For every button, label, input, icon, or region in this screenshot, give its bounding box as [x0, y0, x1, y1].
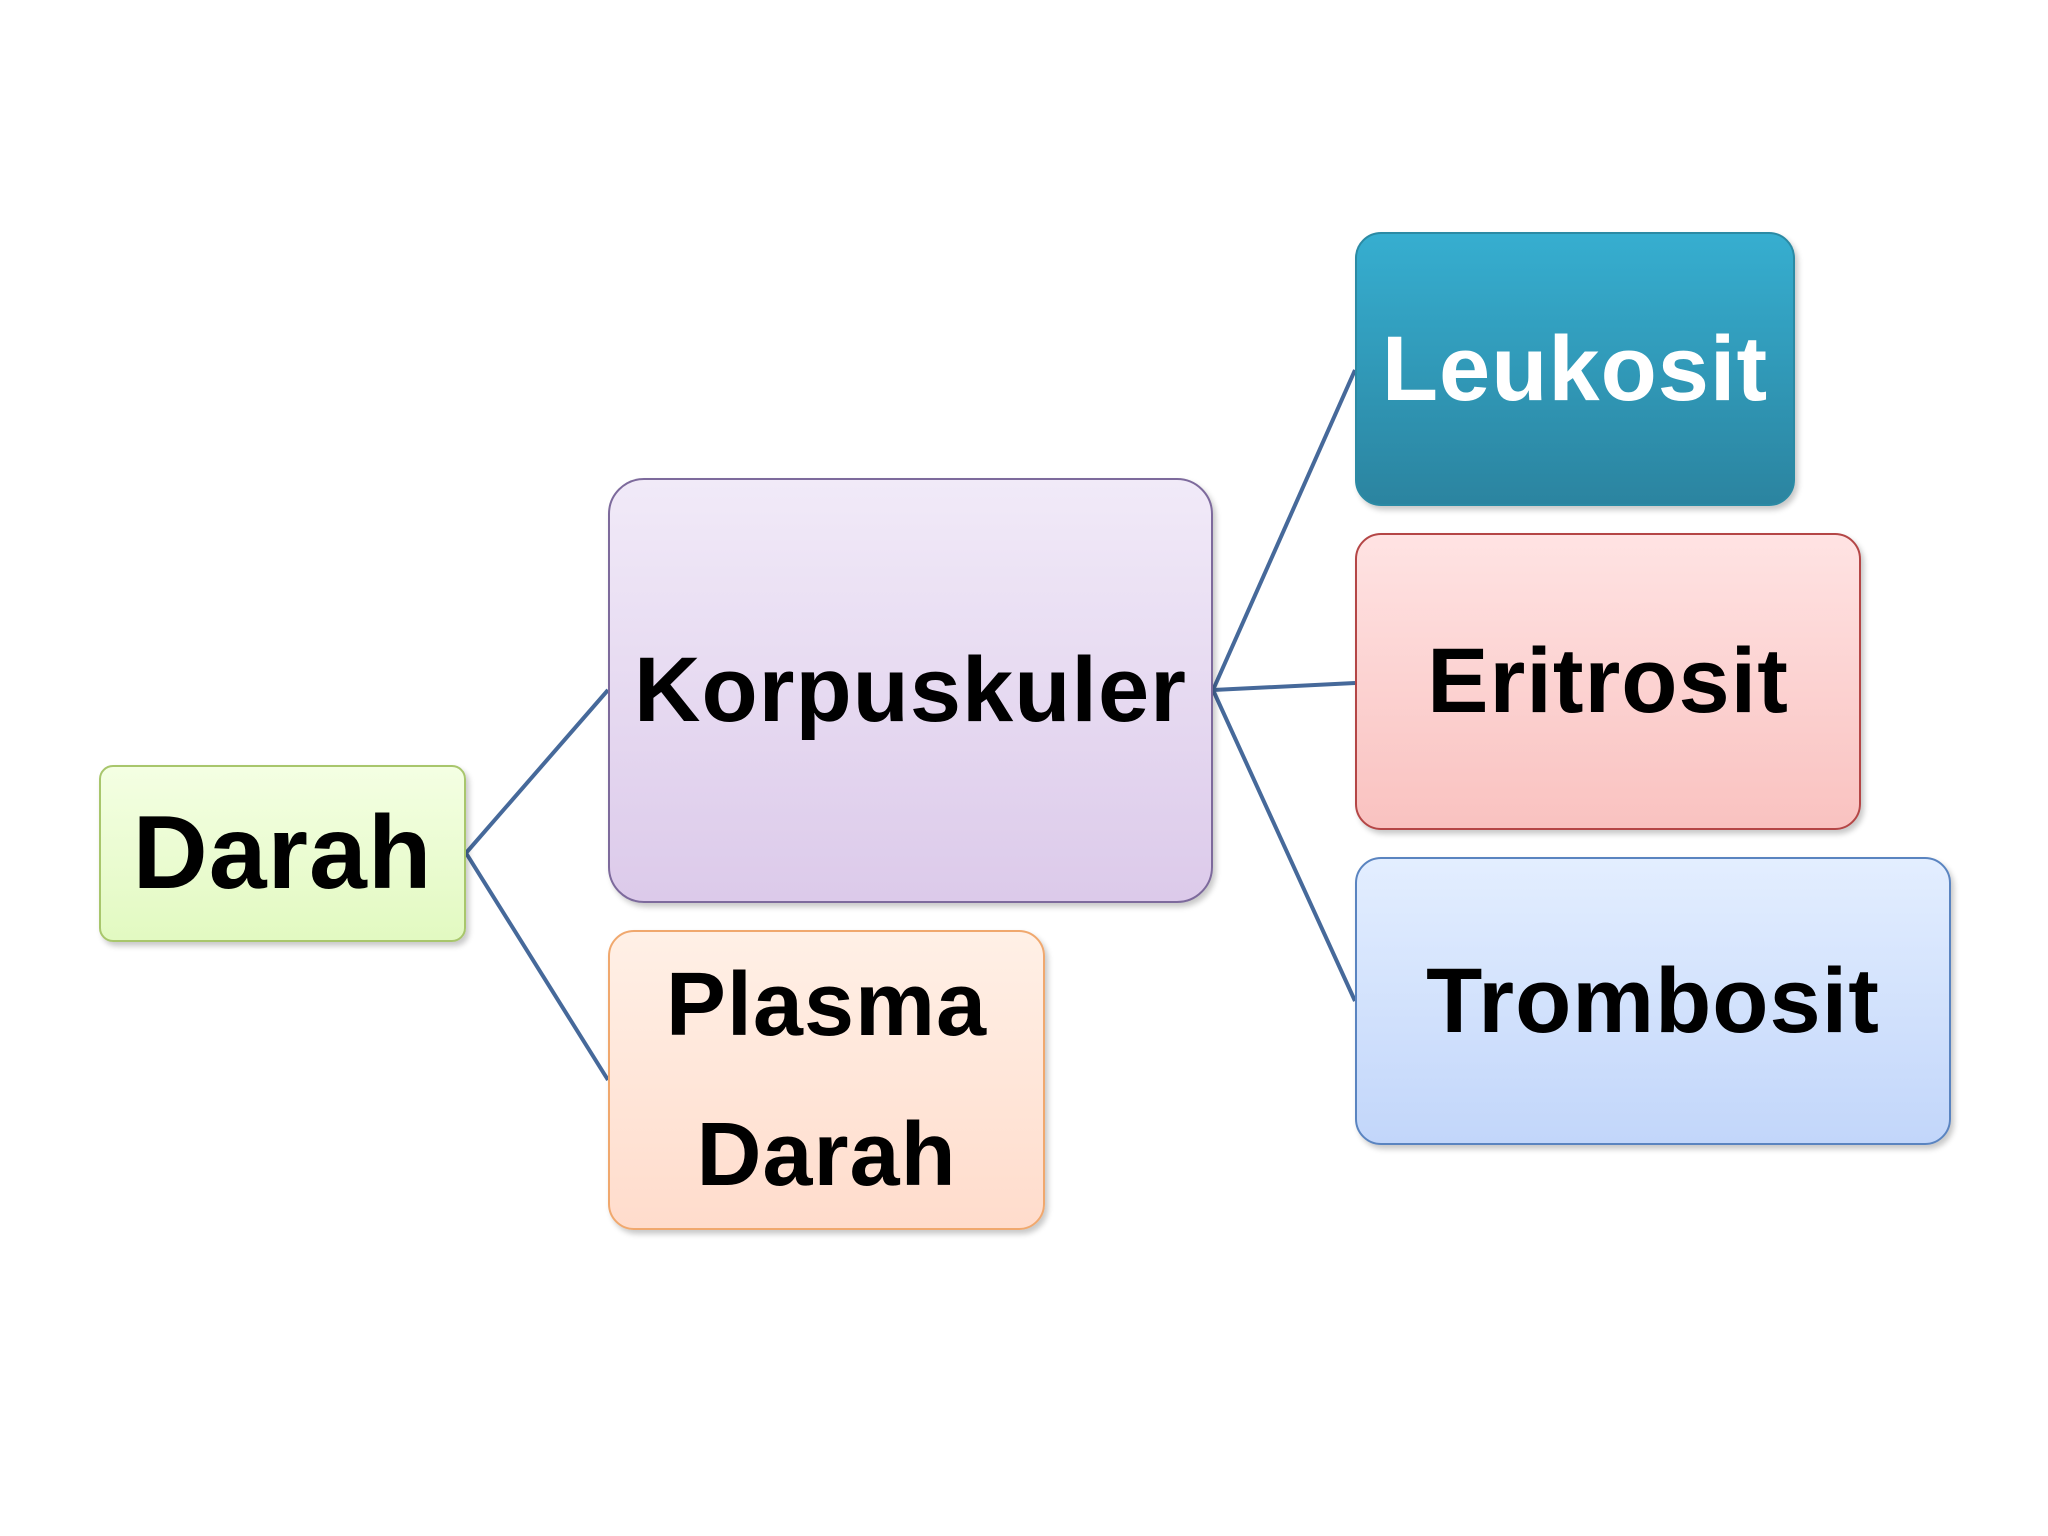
node-korpuskuler-label: Korpuskuler: [634, 639, 1187, 741]
node-darah-label: Darah: [132, 795, 433, 911]
node-plasma-darah-label: Plasma Darah: [665, 955, 988, 1205]
connector-darah-korpuskuler: [464, 688, 610, 855]
connector-darah-plasma: [464, 851, 610, 1082]
node-eritrosit-label: Eritrosit: [1427, 630, 1789, 732]
connector-korpuskuler-trombosit: [1211, 689, 1357, 1002]
node-trombosit: Trombosit: [1355, 857, 1951, 1145]
node-darah: Darah: [99, 765, 466, 942]
node-trombosit-label: Trombosit: [1426, 949, 1880, 1052]
connector-korpuskuler-eritrosit: [1212, 681, 1356, 692]
node-korpuskuler: Korpuskuler: [608, 478, 1213, 903]
connector-korpuskuler-leukosit: [1211, 369, 1357, 691]
node-plasma-darah: Plasma Darah: [608, 930, 1045, 1230]
node-leukosit: Leukosit: [1355, 232, 1795, 506]
node-eritrosit: Eritrosit: [1355, 533, 1861, 830]
node-leukosit-label: Leukosit: [1381, 317, 1769, 420]
